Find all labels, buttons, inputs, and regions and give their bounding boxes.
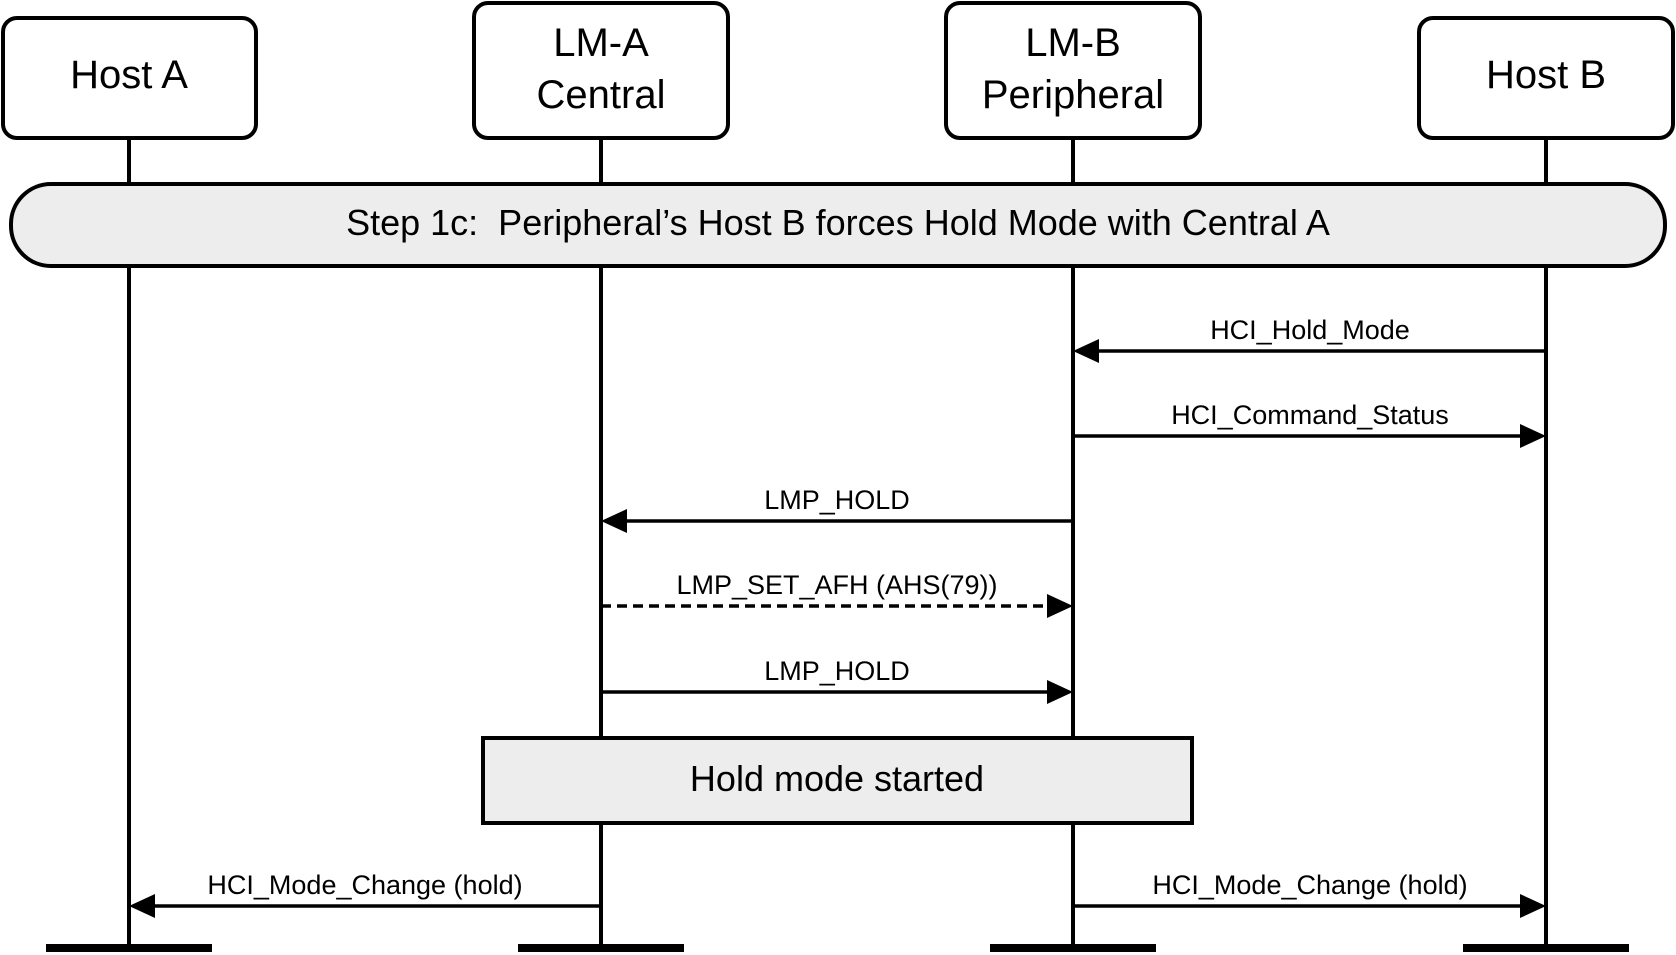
message-label: HCI_Hold_Mode [1210,315,1410,345]
message-label: LMP_SET_AFH (AHS(79)) [676,570,997,600]
message-hci-command-status: HCI_Command_Status [1073,400,1546,448]
arrow-right-icon [1047,594,1073,618]
step-banner: Step 1c: Peripheral’s Host B forces Hold… [9,182,1667,268]
actor-lm-b-label-line1: LM-B [1025,21,1121,65]
actor-lm-b-label-line2: Peripheral [982,73,1164,117]
message-hci-hold-mode: HCI_Hold_Mode [1073,315,1546,363]
message-label: LMP_HOLD [764,485,910,515]
message-hci-mode-change-host-b: HCI_Mode_Change (hold) [1073,870,1546,918]
message-lmp-hold-2: LMP_HOLD [601,656,1073,704]
message-label: HCI_Command_Status [1171,400,1449,430]
arrow-left-icon [1073,339,1099,363]
actor-lm-a-label-line1: LM-A [553,21,649,65]
step-label: Step 1c: Peripheral’s Host B forces Hold… [346,202,1330,243]
arrow-right-icon [1520,424,1546,448]
actor-host-a: Host A [1,16,258,140]
message-hci-mode-change-host-a: HCI_Mode_Change (hold) [129,870,601,918]
message-label: LMP_HOLD [764,656,910,686]
arrow-right-icon [1047,680,1073,704]
message-lmp-hold-1: LMP_HOLD [601,485,1073,533]
arrow-left-icon [129,894,155,918]
state-label: Hold mode started [690,758,984,799]
actor-host-b-label: Host B [1486,53,1606,97]
arrow-left-icon [601,509,627,533]
state-hold-mode-started: Hold mode started [481,736,1194,825]
actor-lm-a: LM-A Central [472,1,730,140]
actor-host-b: Host B [1417,16,1675,140]
actor-lm-a-label-line2: Central [537,73,666,117]
actor-lm-b: LM-B Peripheral [944,1,1202,140]
message-lmp-set-afh: LMP_SET_AFH (AHS(79)) [601,570,1073,618]
message-label: HCI_Mode_Change (hold) [1152,870,1467,900]
actor-host-a-label: Host A [70,53,188,97]
arrow-right-icon [1520,894,1546,918]
message-label: HCI_Mode_Change (hold) [207,870,522,900]
